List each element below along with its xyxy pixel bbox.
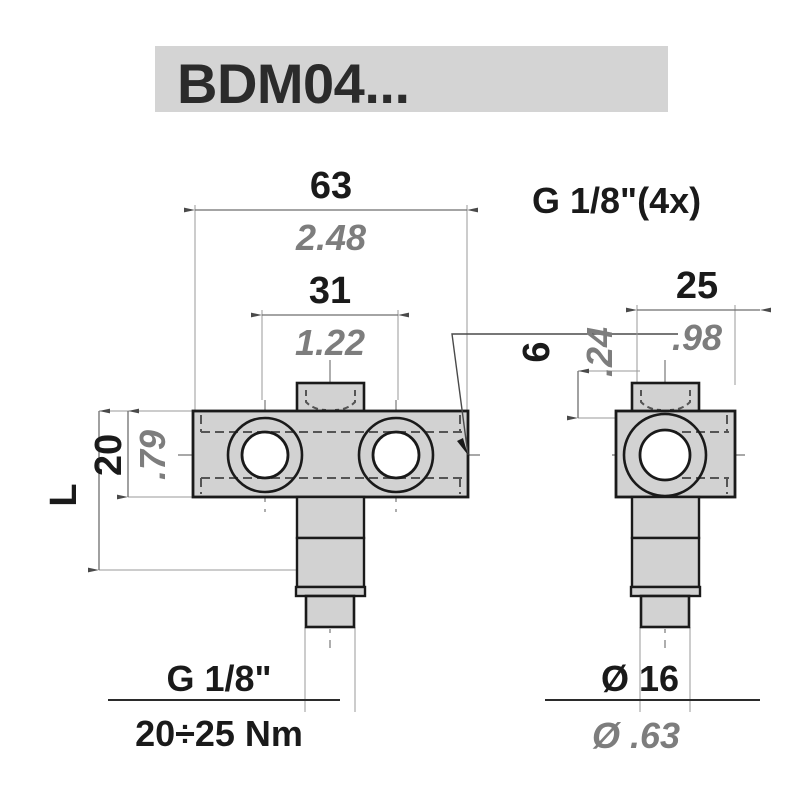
dim-20-metric: 20 bbox=[88, 434, 130, 476]
front-port-right bbox=[357, 416, 435, 494]
dim-63-metric: 63 bbox=[310, 165, 352, 207]
dimension-overall-width: 63 2.48 bbox=[184, 165, 478, 258]
dim-31-metric: 31 bbox=[309, 270, 351, 312]
title-label: BDM04... bbox=[177, 52, 410, 115]
side-stem-collar bbox=[629, 585, 702, 598]
dimension-port-spacing: 31 1.22 bbox=[251, 270, 409, 363]
title-banner-background bbox=[155, 46, 668, 112]
dimension-overall-length: L bbox=[43, 408, 110, 573]
dim-25-metric: 25 bbox=[676, 265, 718, 307]
note-diameter-upper: Ø 16 bbox=[601, 658, 679, 699]
note-bottom-thread: G 1/8" 20÷25 Nm bbox=[108, 658, 340, 754]
note-diameter-lower: Ø .63 bbox=[592, 715, 680, 756]
side-view: 25 .98 6 .24 bbox=[516, 265, 771, 756]
front-top-stub bbox=[295, 381, 366, 415]
note-thread-lower: 20÷25 Nm bbox=[135, 713, 303, 754]
front-port-right-bore bbox=[371, 430, 421, 480]
dim-63-imperial: 2.48 bbox=[295, 217, 366, 258]
callout-leader-line bbox=[451, 333, 678, 456]
front-view: 63 2.48 31 1.22 L 20 .79 bbox=[43, 165, 701, 754]
note-thread-upper: G 1/8" bbox=[166, 658, 271, 699]
front-stem-collar bbox=[294, 585, 367, 598]
side-stem-lower bbox=[630, 536, 701, 589]
dim-31-imperial: 1.22 bbox=[295, 322, 365, 363]
dimension-stub-height: 6 .24 bbox=[516, 327, 620, 421]
dim-6-imperial: .24 bbox=[579, 327, 620, 377]
front-lower-stem bbox=[294, 495, 367, 629]
front-port-right-outer bbox=[357, 416, 435, 494]
dimension-body-depth: 25 .98 bbox=[626, 265, 771, 358]
side-port-bore bbox=[638, 428, 692, 482]
side-lower-stem bbox=[629, 495, 702, 629]
side-stem-thread-tip bbox=[639, 594, 691, 629]
side-stem-upper bbox=[630, 495, 701, 540]
callout-leader-arrow bbox=[457, 438, 468, 455]
front-port-left bbox=[226, 416, 304, 494]
dim-L-metric: L bbox=[43, 483, 85, 506]
dim-6-metric: 6 bbox=[516, 341, 558, 362]
front-stem-upper bbox=[295, 495, 366, 540]
dim-25-imperial: .98 bbox=[672, 317, 722, 358]
callout-thread-label: G 1/8"(4x) bbox=[532, 180, 701, 221]
side-top-stub-body bbox=[630, 381, 701, 415]
title-banner: BDM04... bbox=[155, 46, 668, 115]
front-port-left-outer bbox=[226, 416, 304, 494]
front-port-left-bore bbox=[240, 430, 290, 480]
front-body-block bbox=[191, 409, 470, 499]
front-hidden-bore-lines bbox=[200, 415, 462, 494]
front-stem-lower bbox=[295, 536, 366, 589]
callout-thread-ports: G 1/8"(4x) bbox=[451, 180, 701, 456]
note-bottom-diameter: Ø 16 Ø .63 bbox=[545, 658, 760, 756]
side-top-stub bbox=[630, 381, 701, 415]
dimension-body-height: 20 .79 bbox=[88, 408, 173, 500]
dim-20-imperial: .79 bbox=[132, 430, 173, 480]
front-body-outline bbox=[191, 409, 470, 499]
front-top-stub-body bbox=[295, 381, 366, 415]
front-stem-thread-tip bbox=[304, 594, 356, 629]
